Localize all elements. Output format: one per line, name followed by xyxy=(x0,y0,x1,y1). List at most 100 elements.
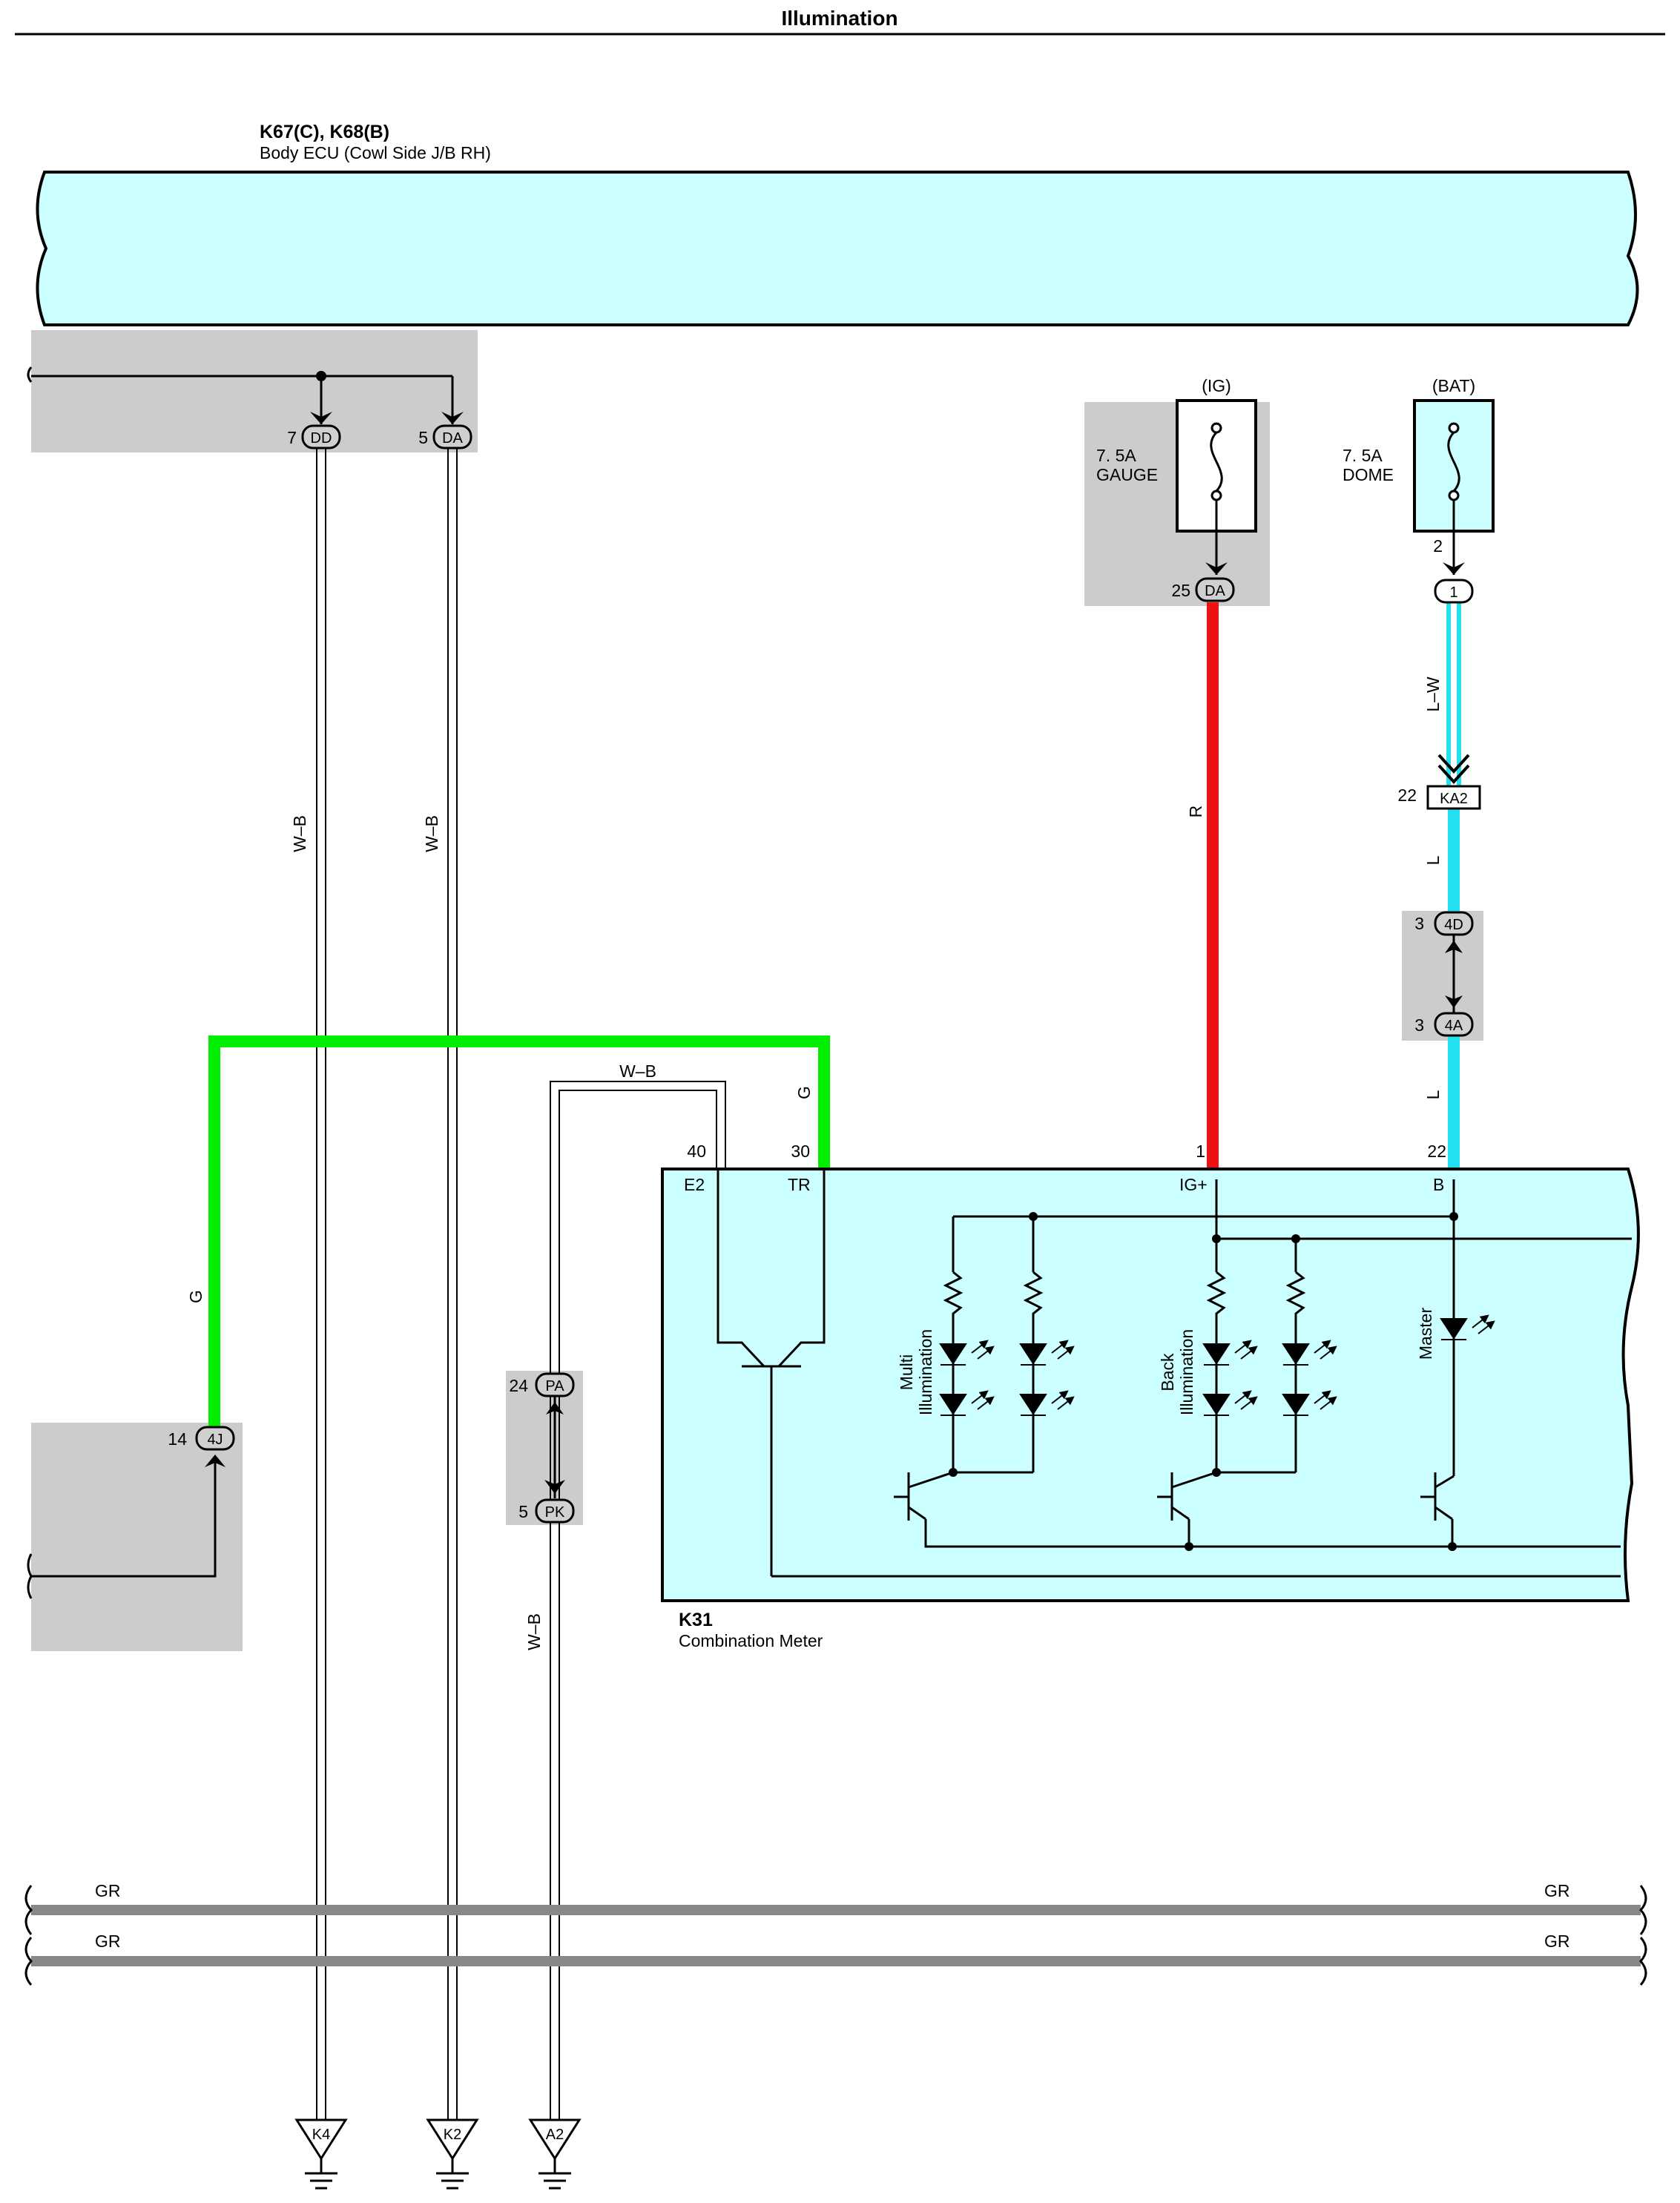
fuse-icon xyxy=(1447,422,1460,501)
svg-text:24: 24 xyxy=(509,1376,528,1395)
svg-text:5: 5 xyxy=(418,428,428,447)
svg-text:25: 25 xyxy=(1171,581,1190,600)
svg-text:K2: K2 xyxy=(444,2127,461,2143)
break-mark xyxy=(1639,1937,1647,1986)
meter-internal-circuit xyxy=(717,1169,1632,1578)
g-label: G xyxy=(794,1086,814,1099)
dome-supply-label: (BAT) xyxy=(1432,376,1475,395)
svg-text:4J: 4J xyxy=(207,1432,223,1448)
internal-wire-4j xyxy=(31,1458,217,1578)
ground-k4: K4 xyxy=(294,2118,348,2190)
svg-text:14: 14 xyxy=(168,1429,187,1449)
meter-name: Combination Meter xyxy=(679,1631,823,1650)
svg-text:A2: A2 xyxy=(546,2127,564,2143)
svg-text:1: 1 xyxy=(1449,584,1457,601)
wb-label: W–B xyxy=(290,815,309,852)
connector-4d: 3 4D xyxy=(1414,911,1474,936)
pin-arrow xyxy=(1443,562,1465,575)
multi-illumination-label-1: Multi xyxy=(897,1354,916,1391)
page-title: Illumination xyxy=(781,7,897,30)
r-label: R xyxy=(1186,806,1205,818)
meter-pin-b-name: B xyxy=(1433,1175,1444,1194)
gauge-fuse-rating: 7. 5A xyxy=(1096,446,1136,465)
wb-label: W–B xyxy=(619,1061,656,1081)
svg-text:PK: PK xyxy=(545,1504,565,1521)
connector-da-gauge: 25 DA xyxy=(1171,577,1235,602)
gr-label: GR xyxy=(1544,1932,1570,1951)
meter-junctions xyxy=(949,1212,1458,1551)
connector-ka2: 22 KA2 xyxy=(1397,785,1481,810)
dome-pin-label: 2 xyxy=(1433,536,1443,556)
connector-dd: 7 DD xyxy=(287,424,341,450)
pin-arrow xyxy=(546,1402,564,1415)
svg-text:PA: PA xyxy=(545,1378,564,1394)
svg-text:7: 7 xyxy=(287,428,297,447)
wb-wire-k2 xyxy=(447,449,458,2120)
svg-text:KA2: KA2 xyxy=(1440,791,1468,807)
splice-arrow xyxy=(1437,754,1470,784)
gr-label: GR xyxy=(95,1932,121,1951)
led-icons xyxy=(939,1318,1468,1416)
break-mark xyxy=(27,1553,33,1599)
wb-label: W–B xyxy=(524,1613,544,1650)
meter-pin-b-number: 22 xyxy=(1427,1142,1446,1161)
wb-wire-a2 xyxy=(550,1081,726,2120)
l-label: L xyxy=(1423,855,1443,865)
lw-wire xyxy=(1446,601,1461,788)
svg-text:4D: 4D xyxy=(1444,917,1463,933)
svg-text:DA: DA xyxy=(1205,583,1225,599)
g-wire xyxy=(208,1035,830,1428)
gauge-supply-label: (IG) xyxy=(1202,376,1231,395)
svg-text:3: 3 xyxy=(1414,1015,1424,1035)
meter-pin-e2-number: 40 xyxy=(687,1142,706,1161)
gauge-fuse-name: GAUGE xyxy=(1096,465,1158,484)
pin-arrow xyxy=(441,412,464,424)
body-ecu-box xyxy=(36,171,1639,326)
meter-pin-ig-number: 1 xyxy=(1196,1142,1205,1161)
g-label: G xyxy=(186,1290,205,1303)
pin-arrow xyxy=(1205,562,1228,575)
back-illumination-label-2: Illumination xyxy=(1177,1329,1196,1415)
wb-wire-k4 xyxy=(316,449,326,2120)
svg-text:5: 5 xyxy=(518,1502,528,1521)
back-illumination-label-1: Back xyxy=(1158,1353,1177,1392)
svg-text:3: 3 xyxy=(1414,914,1424,933)
pin-arrow xyxy=(1445,995,1463,1008)
ecu-connector-shade xyxy=(31,330,478,452)
pin-arrow xyxy=(310,412,332,424)
svg-text:DD: DD xyxy=(311,430,332,447)
pin-arrow xyxy=(544,1480,565,1494)
ground-a2: A2 xyxy=(528,2118,582,2190)
svg-text:4A: 4A xyxy=(1445,1018,1463,1034)
connector-4a: 3 4A xyxy=(1414,1012,1474,1037)
led-rays xyxy=(971,1314,1495,1410)
lw-label: L–W xyxy=(1423,676,1443,712)
body-ecu-name: Body ECU (Cowl Side J/B RH) xyxy=(260,143,491,162)
connector-dome-1: 1 xyxy=(1434,579,1474,604)
combination-meter-box xyxy=(661,1168,1640,1602)
junction-dot xyxy=(316,371,326,381)
meter-pin-tr-name: TR xyxy=(788,1175,811,1194)
meter-pin-e2-name: E2 xyxy=(684,1175,705,1194)
pin-arrow xyxy=(1445,941,1463,953)
svg-text:22: 22 xyxy=(1397,786,1417,805)
break-mark xyxy=(1638,1885,1647,1935)
multi-illumination-label-2: Illumination xyxy=(916,1329,935,1415)
connector-4j-shade xyxy=(31,1423,243,1651)
connector-da-ecu: 5 DA xyxy=(418,424,472,450)
svg-text:DA: DA xyxy=(442,430,463,447)
break-mark xyxy=(24,1937,33,1986)
gr-label: GR xyxy=(95,1881,121,1900)
l-label: L xyxy=(1423,1090,1443,1099)
fuse-icon xyxy=(1210,422,1223,501)
break-mark xyxy=(24,1885,33,1935)
ground-k2: K2 xyxy=(426,2118,479,2190)
meter-code: K31 xyxy=(679,1610,713,1630)
svg-text:K4: K4 xyxy=(312,2127,330,2143)
dome-fuse-rating: 7. 5A xyxy=(1343,446,1383,465)
meter-pin-ig-name: IG+ xyxy=(1179,1175,1208,1194)
meter-pin-tr-number: 30 xyxy=(791,1142,810,1161)
connector-pa: 24 PA xyxy=(509,1372,575,1397)
connector-4j: 14 4J xyxy=(168,1426,235,1451)
